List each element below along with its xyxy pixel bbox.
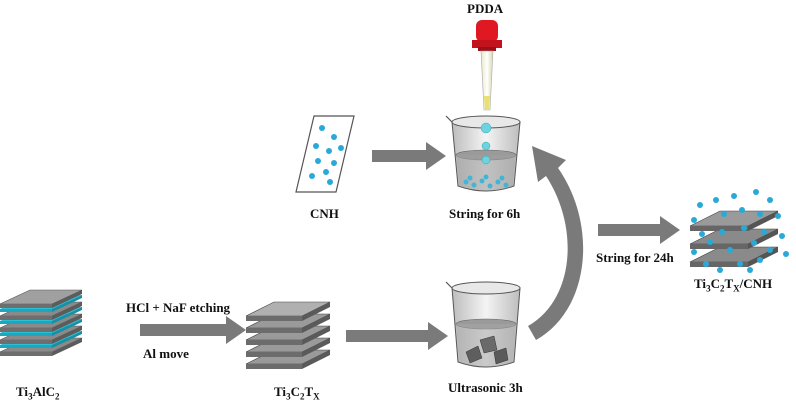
- label-product: Ti3C2TX/CNH: [694, 276, 773, 294]
- cnh-card: [295, 115, 355, 193]
- label-pdda: PDDA: [467, 1, 504, 16]
- ti3c2tx-stack: [245, 301, 331, 369]
- label-etching: HCl + NaF etching: [126, 300, 231, 315]
- label-ultrasonic: Ultrasonic 3h: [448, 380, 523, 395]
- arrow-to-ultrasonic: [346, 322, 448, 350]
- curved-arrow-up: [528, 146, 584, 340]
- label-ti3alc2: Ti3AlC2: [16, 384, 60, 402]
- label-ti3c2tx: Ti3C2TX: [274, 384, 320, 402]
- beaker-stirring: [445, 115, 521, 192]
- arrow-etching: [140, 316, 246, 344]
- product-stack: [689, 189, 789, 273]
- label-al-move: Al move: [143, 346, 189, 361]
- dropper: [472, 20, 502, 111]
- label-stirring-6h: String for 6h: [449, 206, 521, 221]
- label-cnh: CNH: [310, 206, 339, 221]
- ti3alc2-stack: [0, 289, 83, 356]
- label-stirring-24h: String for 24h: [596, 250, 674, 265]
- arrow-cnh-to-beaker: [372, 142, 446, 170]
- beaker-ultrasonic: [445, 281, 521, 368]
- arrow-to-product: [598, 216, 680, 244]
